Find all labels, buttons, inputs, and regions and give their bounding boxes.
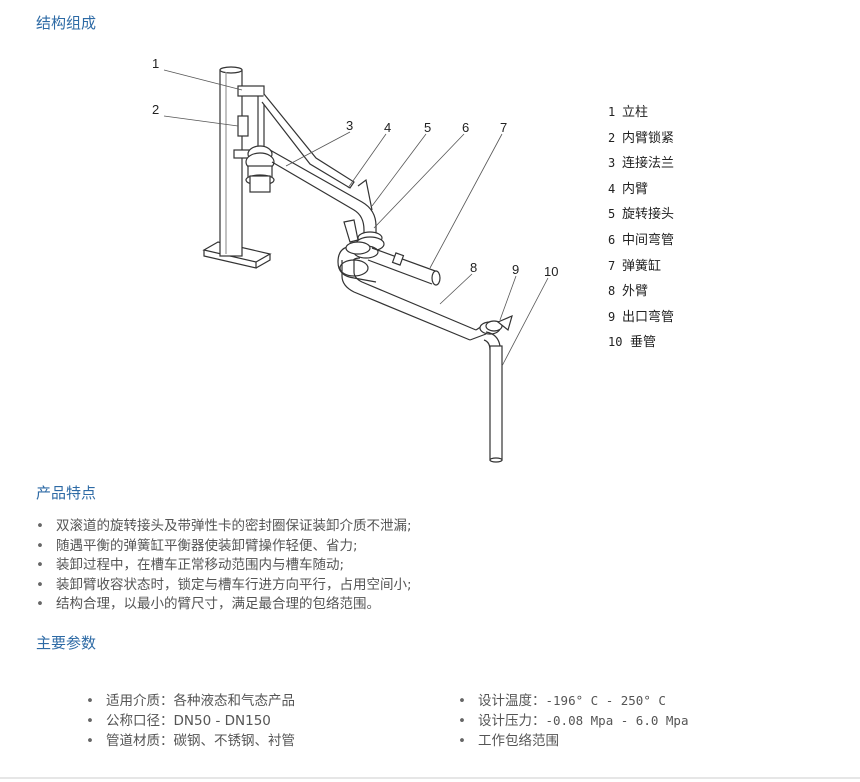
callout-1: 1 [152, 56, 159, 71]
structure-title: 结构组成 [36, 14, 97, 32]
list-item: •设计压力：-0.08 Mpa - 6.0 Mpa [458, 713, 689, 729]
connect-flange [245, 145, 275, 193]
callout-6: 6 [462, 120, 469, 135]
callout-5: 5 [424, 120, 431, 135]
features-title: 产品特点 [36, 484, 97, 502]
middle-elbow [337, 241, 377, 283]
drop-pipe [489, 345, 503, 463]
callout-10: 10 [544, 264, 558, 279]
callout-lines [163, 69, 549, 367]
spring-cylinder [367, 247, 441, 286]
callout-9: 9 [512, 262, 519, 277]
top-cap [237, 85, 355, 189]
list-item: •管道材质：碳钢、不锈钢、衬管 [86, 733, 295, 749]
callout-8: 8 [470, 260, 477, 275]
column-pipe [219, 66, 243, 257]
callout-7: 7 [500, 120, 507, 135]
list-item: •适用介质：各种液态和气态产品 [86, 693, 295, 709]
loading-arm-diagram: 1 2 3 4 5 6 7 8 9 10 [140, 50, 580, 470]
list-item: •双滚道的旋转接头及带弹性卡的密封圈保证装卸介质不泄漏; [36, 518, 412, 534]
params-right-list: •设计温度：-196° C - 250° C •设计压力：-0.08 Mpa -… [458, 691, 689, 751]
bottom-divider [0, 777, 860, 779]
list-item: •装卸臂收容状态时，锁定与槽车行进方向平行，占用空间小; [36, 576, 412, 593]
callout-2: 2 [152, 102, 159, 117]
features-list: •双滚道的旋转接头及带弹性卡的密封圈保证装卸介质不泄漏; •随遇平衡的弹簧缸平衡… [36, 517, 412, 615]
outlet-elbow [479, 314, 513, 351]
list-item: •随遇平衡的弹簧缸平衡器使装卸臂操作轻便、省力; [36, 537, 358, 554]
list-item: •结构合理，以最小的臂尺寸，满足最合理的包络范围。 [36, 596, 380, 612]
callout-3: 3 [346, 118, 353, 133]
list-item: •公称口径：DN50 - DN150 [86, 713, 271, 729]
callout-4: 4 [384, 120, 391, 135]
params-title: 主要参数 [36, 634, 97, 652]
list-item: •工作包络范围 [458, 733, 559, 749]
list-item: •设计温度：-196° C - 250° C [458, 693, 666, 709]
list-item: •装卸过程中，在槽车正常移动范围内与槽车随动; [36, 557, 345, 573]
params-left-list: •适用介质：各种液态和气态产品 •公称口径：DN50 - DN150 •管道材质… [86, 691, 295, 751]
